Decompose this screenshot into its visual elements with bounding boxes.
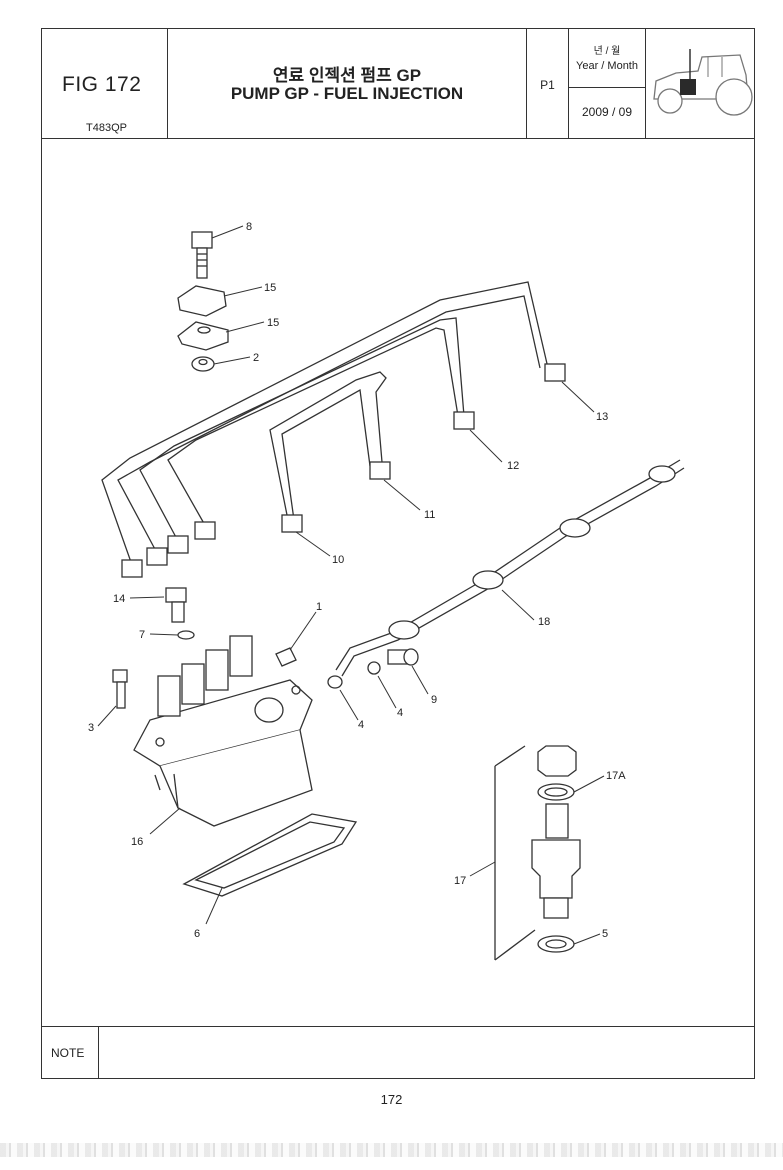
date-cell: 년 / 월 Year / Month 2009 / 09: [569, 29, 646, 138]
title-block: FIG 172 T483QP 연료 인젝션 펌프 GP PUMP GP - FU…: [42, 29, 754, 139]
scan-artifact-strip: [0, 1143, 783, 1157]
callout-label: 4: [358, 719, 364, 731]
title-english: PUMP GP - FUEL INJECTION: [230, 84, 464, 103]
tractor-engine-location-icon: [653, 49, 753, 116]
callout-label: 1: [316, 601, 322, 613]
bolt-3-part: [112, 669, 128, 709]
tractor-picture-cell: [646, 29, 756, 138]
drawing-frame: FIG 172 T483QP 연료 인젝션 펌프 GP PUMP GP - FU…: [41, 28, 755, 1079]
callout-label: 8: [246, 221, 252, 233]
callout-label: 10: [332, 554, 344, 566]
date-heading: 년 / 월 Year / Month: [569, 29, 645, 88]
gasket-6-part: [182, 813, 358, 897]
year-month-korean: 년 / 월: [593, 46, 621, 57]
callout-label: 15: [267, 317, 279, 329]
title-cell: 연료 인젝션 펌프 GP PUMP GP - FUEL INJECTION: [168, 29, 527, 138]
callout-label: 17: [454, 875, 466, 887]
callout-label: 3: [88, 722, 94, 734]
callout-label: 13: [596, 411, 608, 423]
callout-label: 18: [538, 616, 550, 628]
callout-labels: 8 15 15 2 13 12 11 10 14 1 7 18 3 4 4 9 …: [88, 221, 626, 940]
leader-lines: [97, 225, 605, 945]
date-value: 2009 / 09: [581, 105, 633, 119]
title-korean: 연료 인젝션 펌프 GP: [272, 66, 422, 85]
page-code-cell: P1: [527, 29, 569, 138]
year-month-english: Year / Month: [576, 60, 638, 72]
figure-cell: FIG 172 T483QP: [42, 29, 168, 138]
callout-label: 4: [397, 707, 403, 719]
callout-label: 17A: [606, 770, 626, 782]
note-row: NOTE: [42, 1026, 754, 1079]
injection-pump-16: [133, 635, 313, 827]
model-code: T483QP: [86, 122, 127, 134]
figure-number: FIG 172: [62, 73, 142, 96]
note-label-cell: NOTE: [42, 1027, 99, 1079]
callout-label: 15: [264, 282, 276, 294]
injection-pipes: [101, 281, 566, 578]
small-fittings: [165, 587, 419, 689]
page-code: P1: [540, 78, 555, 92]
injector-17-part: [494, 745, 581, 961]
callout-label: 14: [113, 593, 125, 605]
clamp-15-part: [177, 285, 229, 351]
page-number: 172: [380, 1092, 403, 1107]
leak-off-pipe-18: [335, 459, 685, 677]
bolt-8-part: [191, 231, 213, 279]
callout-label: 7: [139, 629, 145, 641]
nut-2-part: [191, 356, 215, 372]
callout-label: 2: [253, 352, 259, 364]
callout-label: 5: [602, 928, 608, 940]
callout-label: 11: [424, 509, 435, 521]
callout-label: 9: [431, 694, 437, 706]
callout-label: 16: [131, 836, 143, 848]
note-label: NOTE: [51, 1046, 85, 1060]
callout-label: 6: [194, 928, 200, 940]
callout-label: 12: [507, 460, 519, 472]
